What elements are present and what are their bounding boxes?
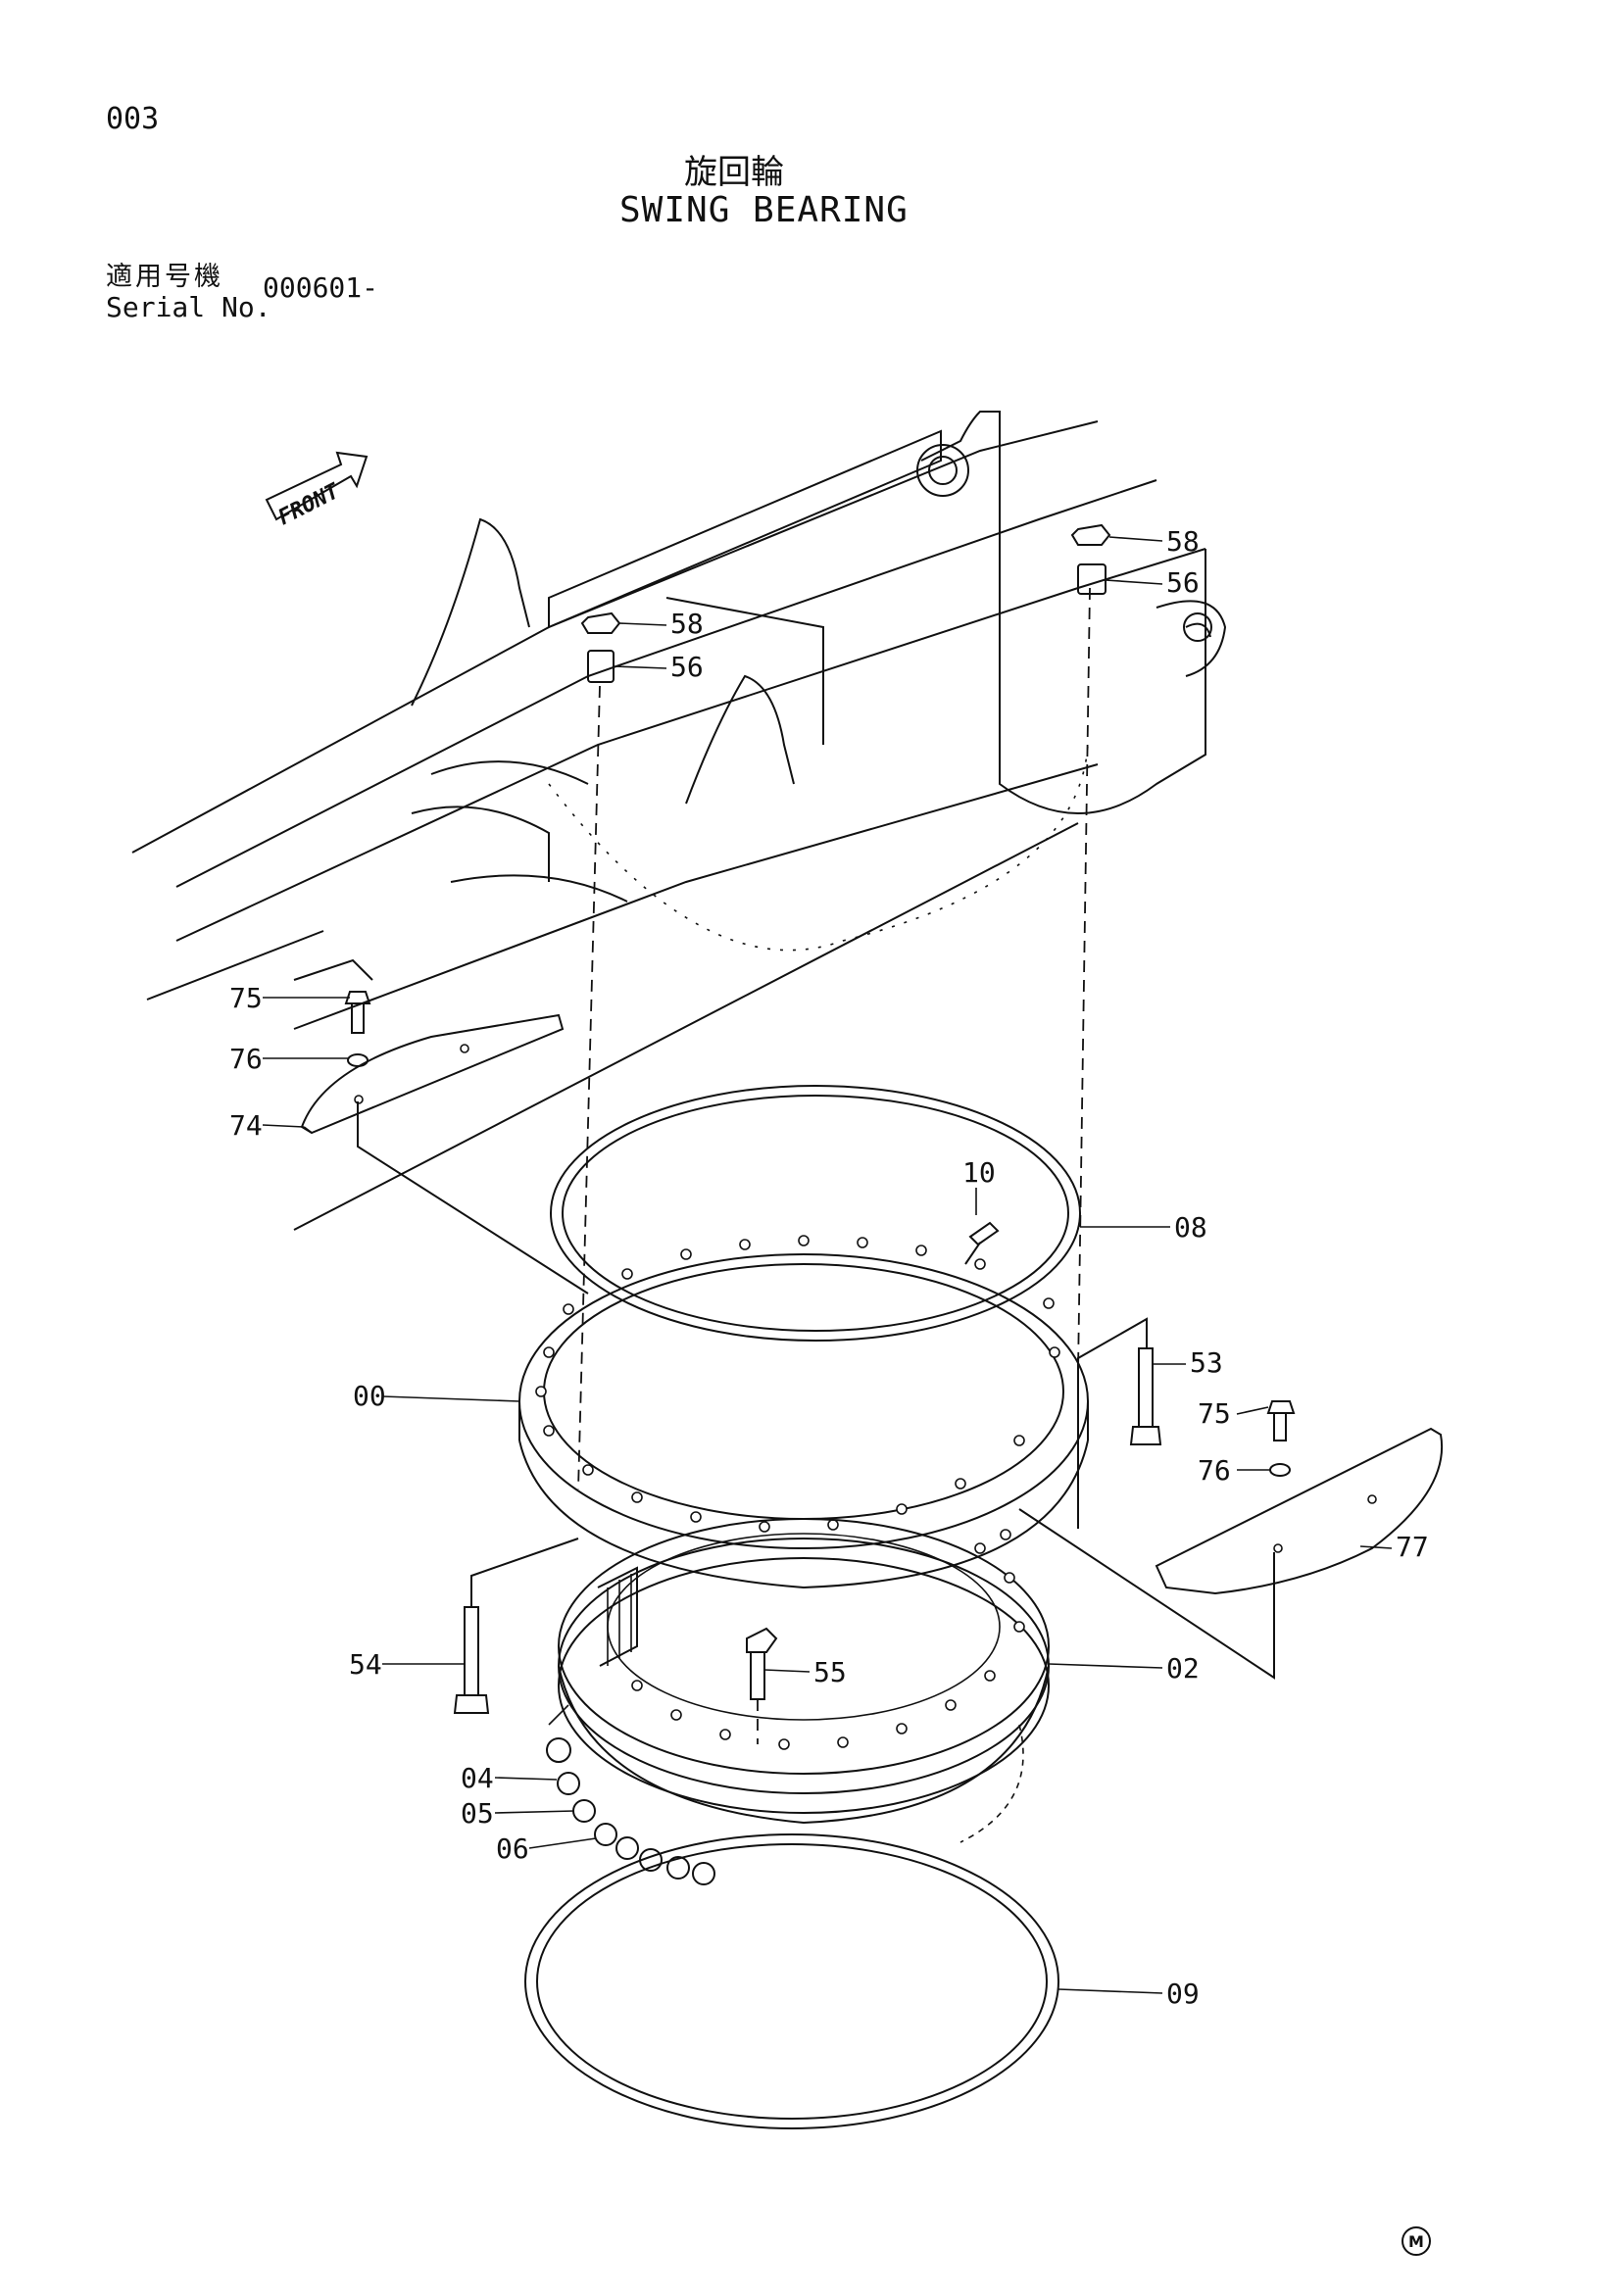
callout-54: 54 bbox=[349, 1648, 382, 1681]
title-english: SWING BEARING bbox=[619, 190, 909, 230]
callout-74: 74 bbox=[229, 1109, 263, 1142]
front-arrow-icon: FRONT bbox=[265, 451, 369, 531]
serial-label-english: Serial No. bbox=[106, 291, 271, 323]
wear-plate-left-74 bbox=[300, 1013, 589, 1295]
callout-58-right: 58 bbox=[1166, 525, 1200, 558]
assembly-dashed-lines bbox=[577, 587, 1091, 1490]
callout-77: 77 bbox=[1396, 1531, 1429, 1563]
bolt-54-icon bbox=[453, 1538, 579, 1714]
callout-75-right: 75 bbox=[1198, 1397, 1231, 1430]
bolt-53-icon bbox=[1077, 1317, 1162, 1529]
nut-58-center-icon bbox=[580, 611, 621, 634]
grease-fitting-10-icon bbox=[964, 1221, 1000, 1265]
maker-mark-letter: M bbox=[1408, 2232, 1424, 2251]
wear-plate-right-77 bbox=[1018, 1427, 1444, 1680]
callout-76-right: 76 bbox=[1198, 1454, 1231, 1487]
leader-lines bbox=[262, 536, 1393, 1994]
seal-ring-09 bbox=[524, 1833, 1059, 2129]
callout-02: 02 bbox=[1166, 1652, 1200, 1685]
title-japanese: 旋回輪 bbox=[684, 153, 784, 192]
callout-56-center: 56 bbox=[670, 651, 704, 683]
callout-labels: 58 56 58 56 75 76 74 10 08 00 53 75 76 7… bbox=[229, 525, 1429, 2010]
callout-75-left: 75 bbox=[229, 982, 263, 1014]
bolt-75-right-icon bbox=[1266, 1400, 1296, 1477]
outer-race-00 bbox=[518, 1235, 1089, 1589]
serial-number-value: 000601- bbox=[263, 271, 379, 304]
revolving-frame bbox=[131, 411, 1227, 1231]
maker-mark-icon: M bbox=[1402, 2226, 1431, 2256]
callout-58-center: 58 bbox=[670, 608, 704, 640]
collar-56-center-icon bbox=[587, 650, 615, 683]
collar-56-right-icon bbox=[1077, 563, 1107, 595]
nut-58-right-icon bbox=[1070, 523, 1111, 546]
callout-53: 53 bbox=[1190, 1346, 1223, 1379]
serial-label-japanese: 適用号機 bbox=[106, 262, 223, 292]
seal-ring-08 bbox=[550, 1085, 1081, 1342]
inner-race-gear-02 bbox=[558, 1518, 1050, 1843]
bolt-75-left-icon bbox=[344, 991, 371, 1067]
callout-09: 09 bbox=[1166, 1978, 1200, 2010]
callout-00: 00 bbox=[353, 1380, 386, 1412]
page-number: 003 bbox=[106, 102, 160, 136]
callout-04: 04 bbox=[461, 1762, 494, 1794]
callout-10: 10 bbox=[962, 1156, 996, 1189]
callout-05: 05 bbox=[461, 1797, 494, 1830]
callout-06: 06 bbox=[496, 1832, 529, 1865]
front-label: FRONT bbox=[274, 479, 344, 531]
callout-56-right: 56 bbox=[1166, 566, 1200, 599]
callout-76-left: 76 bbox=[229, 1043, 263, 1075]
callout-08: 08 bbox=[1174, 1211, 1207, 1244]
balls-and-spacers bbox=[546, 1704, 715, 1885]
callout-55: 55 bbox=[813, 1656, 847, 1688]
bolt-55-icon bbox=[746, 1627, 778, 1744]
